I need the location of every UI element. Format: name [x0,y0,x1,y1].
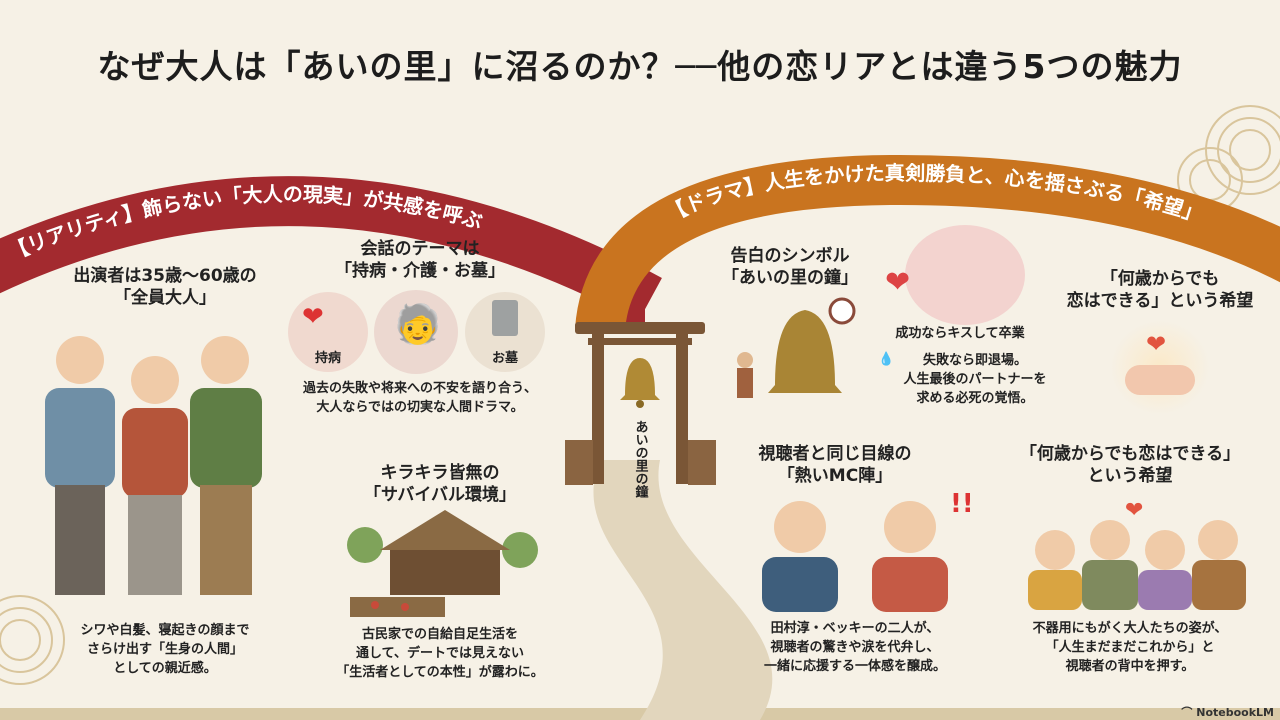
bell-icon [620,358,660,408]
seniors-group-illustration: ❤ [1028,498,1246,610]
mc-heading-line: 「熱いMC陣」 [777,466,893,487]
fail-line: 人生最後のパートナーを [903,371,1047,387]
caregiving-icon: 🧓 [394,302,442,346]
cast-description: シワや白髪、寝起きの顔まで さらけ出す「生身の人間」 としての親近感。 [40,622,290,679]
fail-text: 失敗なら即退場。 人生最後のパートナーを 求める必死の覚悟。 [885,352,1065,409]
cast-desc-line: シワや白髪、寝起きの顔まで [80,623,250,638]
themes-heading: 会話のテーマは 「持病・介護・お墓」 [300,238,540,282]
path-shape [593,460,773,720]
cast-desc-line: さらけ出す「生身の人間」 [86,641,243,657]
survival-desc-line: 古民家での自給自足生活を [361,627,518,642]
illness-bubble: ❤ 持病 [288,292,368,372]
hope-top-heading-line: 恋はできる」という希望 [1066,291,1254,312]
survival-desc-line: 「生活者としての本性」が露わに。 [336,664,544,680]
page-title: なぜ大人は「あいの里」に沼るのか？──他の恋リアとは違う5つの魅力 [97,47,1183,86]
hope-top-heading-line: 「何歳からでも [1100,269,1220,289]
grave-bubble: お墓 [465,292,545,372]
hope-heading-line: という希望 [1087,466,1173,487]
farmhouse-illustration [347,510,538,617]
success-text: 成功ならキスして卒業 [895,326,1025,341]
adult-cast-illustration [45,336,262,595]
hope-heading: 「何歳からでも恋はできる」 という希望 [1015,443,1245,487]
survival-heading: キラキラ皆無の 「サバイバル環境」 [330,462,550,506]
heart-icon: ❤ [1146,330,1167,358]
survival-heading-line: キラキラ皆無の [380,463,500,483]
themes-heading-line: 会話のテーマは [360,239,480,259]
fail-line: 求める必死の覚悟。 [916,390,1034,406]
survival-description: 古民家での自給自足生活を 通して、デートでは見えない 「生活者としての本性」が露… [325,626,555,683]
hope-description: 不器用にもがく大人たちの姿が、 「人生まだまだこれから」と 視聴者の背中を押す。 [1010,620,1250,677]
notebooklm-watermark: ⌒ NotebookLM [1181,704,1274,720]
hope-desc-line: 「人生まだまだこれから」と [1045,639,1215,655]
cast-desc-line: としての親近感。 [113,660,217,676]
illness-label: 持病 [314,351,341,367]
survival-heading-line: 「サバイバル環境」 [364,485,516,506]
bell-label: あいの里の鐘 [633,420,649,499]
wave-pattern-left [0,595,65,685]
heart-icon: ❤ [885,265,911,300]
survival-desc-line: 通して、デートでは見えない [356,645,524,661]
themes-desc-line: 過去の失敗や将来への不安を語り合う、 [302,381,537,396]
bell-heading-line: 「あいの里の鐘」 [722,268,858,289]
ringing-bell-illustration [737,297,856,398]
hands-icon [1125,365,1195,395]
holding-hands-illustration: ❤ [1110,320,1210,415]
cast-heading: 出演者は35歳〜60歳の 「全員大人」 [40,265,290,309]
brand-label: NotebookLM [1196,706,1274,719]
hope-desc-line: 視聴者の背中を押す。 [1065,658,1195,674]
cast-heading-line: 「全員大人」 [114,288,216,309]
mc-desc-line: 視聴者の驚きや涙を代弁し、 [770,639,940,655]
themes-heading-line: 「持病・介護・お墓」 [335,261,505,282]
notebooklm-logo-icon: ⌒ [1181,706,1197,719]
bell-heading-line: 告白のシンボル [730,246,850,266]
svg-text:❤: ❤ [1125,498,1143,523]
fail-line: 失敗なら即退場。 [922,353,1027,368]
bell-heading: 告白のシンボル 「あいの里の鐘」 [715,245,865,289]
mc-desc-line: 田村淳・ベッキーの二人が、 [770,621,940,636]
heart-icon: ❤ [302,302,324,332]
gravestone-icon [492,300,518,336]
grave-label: お墓 [491,351,518,367]
bell-gate-icon [565,322,716,485]
mc-description: 田村淳・ベッキーの二人が、 視聴者の驚きや涙を代弁し、 一緒に応援する一体感を醸… [735,620,975,677]
cast-heading-line: 出演者は35歳〜60歳の [73,266,257,286]
mc-hosts-illustration: !! [762,492,970,612]
mc-heading: 視聴者と同じ目線の 「熱いMC陣」 [745,443,925,487]
themes-desc-line: 大人ならではの切実な人間ドラマ。 [316,399,524,415]
care-bubble: 🧓 [374,290,458,374]
mc-desc-line: 一緒に応援する一体感を醸成。 [763,658,946,674]
svg-text:!!: !! [950,492,970,519]
mc-heading-line: 視聴者と同じ目線の [758,444,912,464]
hope-top-heading: 「何歳からでも 恋はできる」という希望 [1060,268,1260,312]
teardrop-icon: 💧 [878,352,895,367]
kiss-illustration: ❤ [885,225,1025,325]
themes-description: 過去の失敗や将来への不安を語り合う、 大人ならではの切実な人間ドラマ。 [280,380,560,418]
hope-heading-line: 「何歳からでも恋はできる」 [1019,444,1241,464]
hope-desc-line: 不器用にもがく大人たちの姿が、 [1032,621,1228,636]
